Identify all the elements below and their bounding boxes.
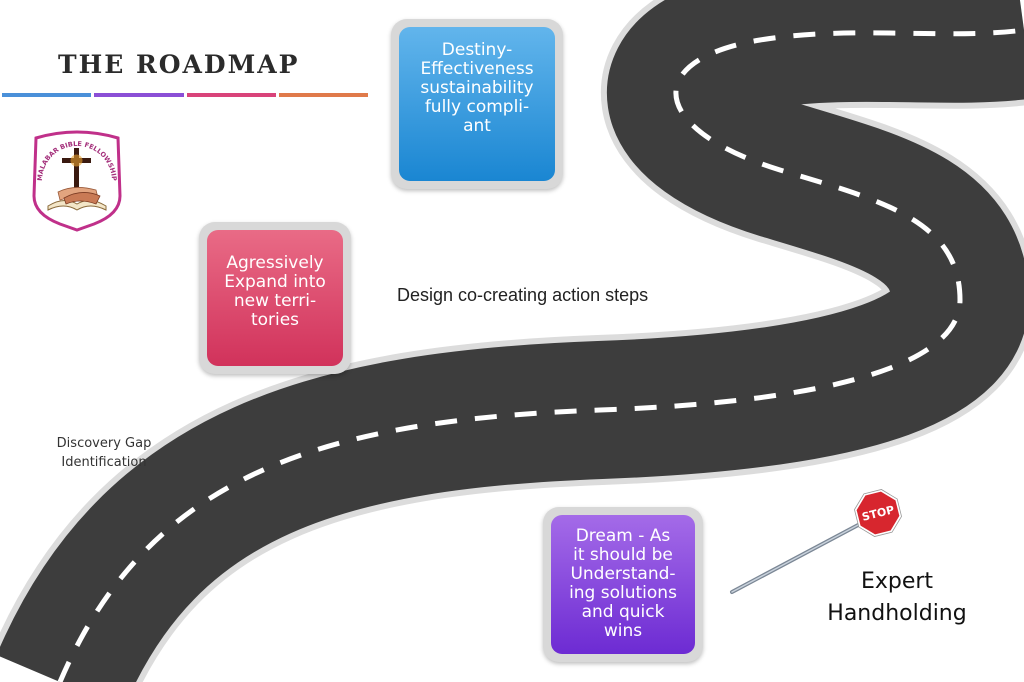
expand-line: Agressively	[226, 253, 324, 273]
underline-segment	[2, 93, 92, 97]
discovery-label: Discovery Gap Identification	[40, 434, 168, 472]
title-underline	[2, 93, 368, 97]
destiny-box-fill: Destiny- Effectiveness sustainability fu…	[399, 27, 555, 181]
dream-line: it should be	[573, 545, 673, 565]
dream-line: Understand-	[570, 564, 676, 584]
expand-box-fill: Agressively Expand into new terri- torie…	[207, 230, 343, 366]
expand-line: Expand into	[224, 272, 326, 292]
destiny-line: Effectiveness	[420, 59, 534, 79]
dream-line: Dream - As	[575, 526, 671, 546]
expert-line: Handholding	[827, 601, 967, 626]
expand-line: tories	[250, 310, 300, 330]
dream-line: wins	[603, 621, 643, 641]
expert-label: Expert Handholding	[822, 566, 972, 630]
dream-box-fill: Dream - As it should be Understand- ing …	[551, 515, 695, 654]
logo-emblem: MALABAR BIBLE FELLOWSHIP	[32, 130, 122, 232]
expand-line: new terri-	[233, 291, 317, 311]
underline-segment	[94, 93, 184, 97]
design-label: Design co-creating action steps	[397, 285, 649, 305]
destiny-line: fully compli-	[424, 97, 530, 117]
road-center-dash	[57, 27, 1024, 682]
stop-sign: STOP	[730, 489, 902, 594]
destiny-line: sustainability	[420, 78, 534, 98]
page-title: THE ROADMAP	[58, 50, 300, 79]
destiny-box: Destiny- Effectiveness sustainability fu…	[391, 19, 563, 189]
expand-box: Agressively Expand into new terri- torie…	[199, 222, 351, 374]
discovery-line: Discovery Gap	[56, 436, 152, 451]
underline-segment	[186, 93, 276, 97]
dream-box: Dream - As it should be Understand- ing …	[543, 507, 703, 662]
expert-line: Expert	[860, 569, 934, 594]
dream-line: ing solutions	[569, 583, 677, 603]
destiny-line: Destiny-	[441, 40, 513, 60]
destiny-line: ant	[463, 116, 491, 136]
dream-line: and quick	[581, 602, 665, 622]
discovery-line: Identification	[61, 455, 147, 470]
underline-segment	[278, 93, 368, 97]
